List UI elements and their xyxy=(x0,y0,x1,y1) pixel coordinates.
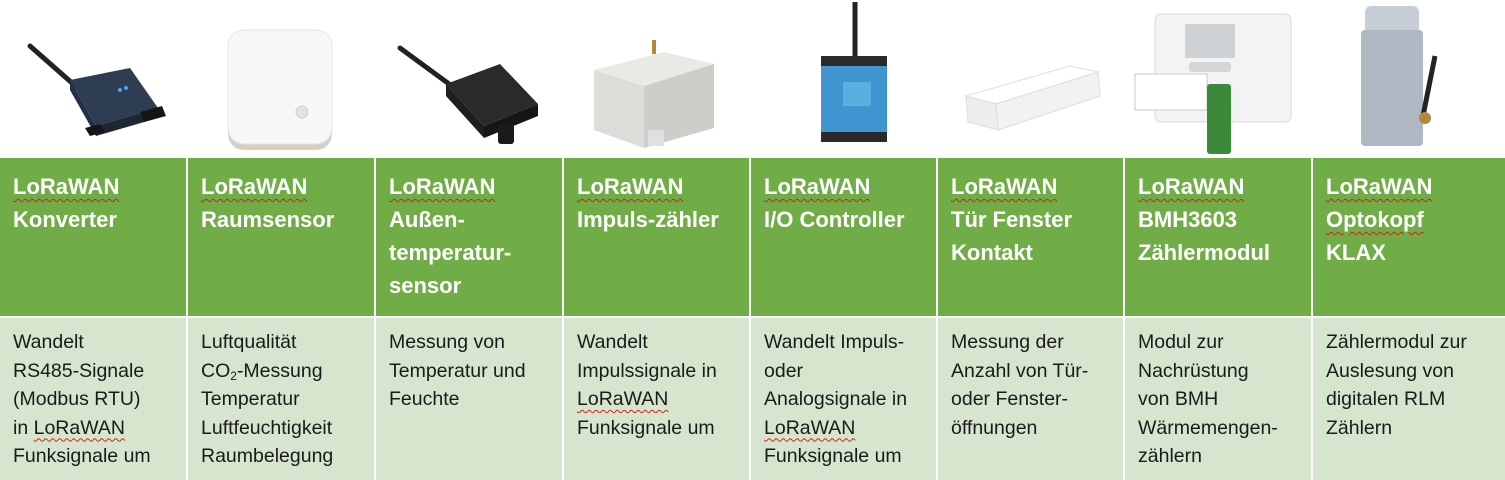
product-desc-io-controller: Wandelt Impuls- oder Analogsignale in Lo… xyxy=(751,316,938,480)
product-image-outdoor-sensor xyxy=(376,0,564,158)
product-title-converter: LoRaWAN Konverter xyxy=(0,158,188,316)
product-desc-optical-head: Zählermodul zur Auslesung von digitalen … xyxy=(1313,316,1505,480)
product-desc-pulse-counter: Wandelt Impulssignale in LoRaWAN Funksig… xyxy=(564,316,751,480)
door-window-contact-icon xyxy=(964,65,1101,131)
product-desc-meter-module: Modul zur Nachrüstung von BMH Wärmemenge… xyxy=(1125,316,1313,480)
optical-head-icon xyxy=(1361,6,1438,146)
product-image-converter xyxy=(0,0,188,158)
outdoor-sensor-icon xyxy=(397,45,538,144)
product-title-outdoor-sensor: LoRaWAN Außen- temperatur- sensor xyxy=(376,158,564,316)
product-title-io-controller: LoRaWAN I/O Controller xyxy=(751,158,938,316)
room-sensor-icon xyxy=(227,29,333,150)
product-desc-door-window-contact: Messung der Anzahl von Tür- oder Fenster… xyxy=(938,316,1125,480)
product-image-door-window-contact xyxy=(938,0,1125,158)
gateway-converter-icon xyxy=(27,43,166,136)
pulse-counter-icon xyxy=(594,40,714,148)
product-title-pulse-counter: LoRaWAN Impuls-zähler xyxy=(564,158,751,316)
product-image-pulse-counter xyxy=(564,0,751,158)
product-image-io-controller xyxy=(751,0,938,158)
product-desc-converter: Wandelt RS485-Signale (Modbus RTU) in Lo… xyxy=(0,316,188,480)
product-desc-room-sensor: Luftqualität CO2-Messung Temperatur Luft… xyxy=(188,316,376,480)
product-image-optical-head xyxy=(1313,0,1505,158)
product-desc-outdoor-sensor: Messung von Temperatur und Feuchte xyxy=(376,316,564,480)
product-image-room-sensor xyxy=(188,0,376,158)
product-title-room-sensor: LoRaWAN Raumsensor xyxy=(188,158,376,316)
product-title-optical-head: LoRaWAN Optokopf KLAX xyxy=(1313,158,1505,316)
product-image-meter-module xyxy=(1125,0,1313,158)
product-title-meter-module: LoRaWAN BMH3603 Zählermodul xyxy=(1125,158,1313,316)
meter-module-icon xyxy=(1134,13,1292,154)
product-title-door-window-contact: LoRaWAN Tür Fenster Kontakt xyxy=(938,158,1125,316)
io-controller-icon xyxy=(821,2,887,142)
co2-line: CO2-Messung xyxy=(201,359,323,383)
